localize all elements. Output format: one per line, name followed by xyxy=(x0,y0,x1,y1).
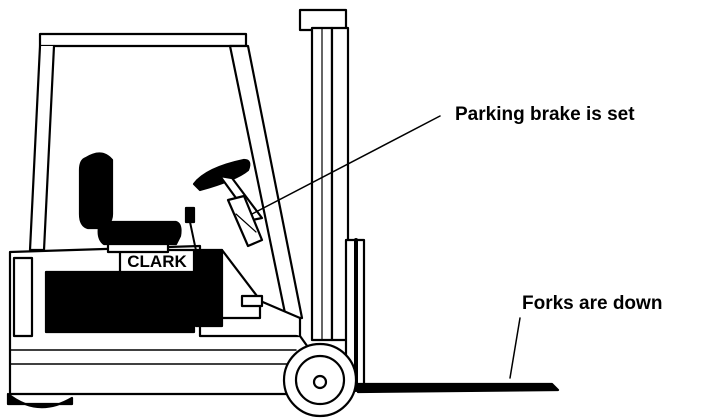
brand-plate-text: CLARK xyxy=(127,252,187,271)
seat-back xyxy=(80,153,112,228)
truck-body: CLARK xyxy=(10,246,310,394)
forks-callout: Forks are down xyxy=(522,293,662,315)
counterweight-block xyxy=(46,272,194,332)
front-wheel xyxy=(284,344,356,416)
forks-leader xyxy=(510,318,520,378)
rear-wheel xyxy=(8,394,72,407)
forks xyxy=(346,240,558,392)
fork-blade xyxy=(358,384,558,392)
steering xyxy=(194,160,262,246)
mast xyxy=(300,10,348,340)
parking-brake-lever xyxy=(228,196,262,246)
steering-wheel xyxy=(194,160,249,190)
seat-cushion xyxy=(99,222,181,244)
parking-brake-callout: Parking brake is set xyxy=(455,104,635,126)
operator-seat xyxy=(80,153,181,252)
dash xyxy=(196,250,262,326)
